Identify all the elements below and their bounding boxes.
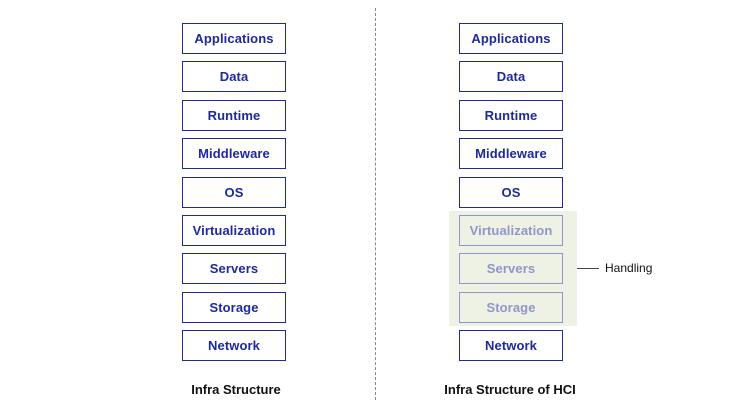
hci-layer-network: Network — [459, 330, 563, 362]
hci-layer-runtime: Runtime — [459, 99, 563, 131]
infra-stack-left: Applications Data Runtime Middleware OS … — [182, 23, 286, 369]
caption-infra-structure: Infra Structure — [191, 382, 281, 397]
hci-layer-storage: Storage — [459, 291, 563, 323]
hci-layer-servers: Servers — [459, 253, 563, 285]
layer-virtualization: Virtualization — [182, 214, 286, 246]
hci-layer-applications: Applications — [459, 23, 563, 54]
layer-middleware: Middleware — [182, 138, 286, 170]
hci-layer-middleware: Middleware — [459, 138, 563, 170]
layer-data: Data — [182, 61, 286, 93]
layer-runtime: Runtime — [182, 99, 286, 131]
hci-layer-virtualization: Virtualization — [459, 214, 563, 246]
hci-layer-data: Data — [459, 61, 563, 93]
center-divider — [375, 8, 376, 400]
handling-label: Handling — [605, 261, 653, 275]
layer-storage: Storage — [182, 291, 286, 323]
layer-os: OS — [182, 176, 286, 208]
layer-applications: Applications — [182, 23, 286, 54]
layer-servers: Servers — [182, 253, 286, 285]
handling-connector-line — [577, 268, 599, 269]
caption-infra-structure-hci: Infra Structure of HCI — [444, 382, 576, 397]
layer-network: Network — [182, 330, 286, 362]
infra-stack-hci: Applications Data Runtime Middleware OS … — [459, 23, 563, 369]
hci-layer-os: OS — [459, 176, 563, 208]
